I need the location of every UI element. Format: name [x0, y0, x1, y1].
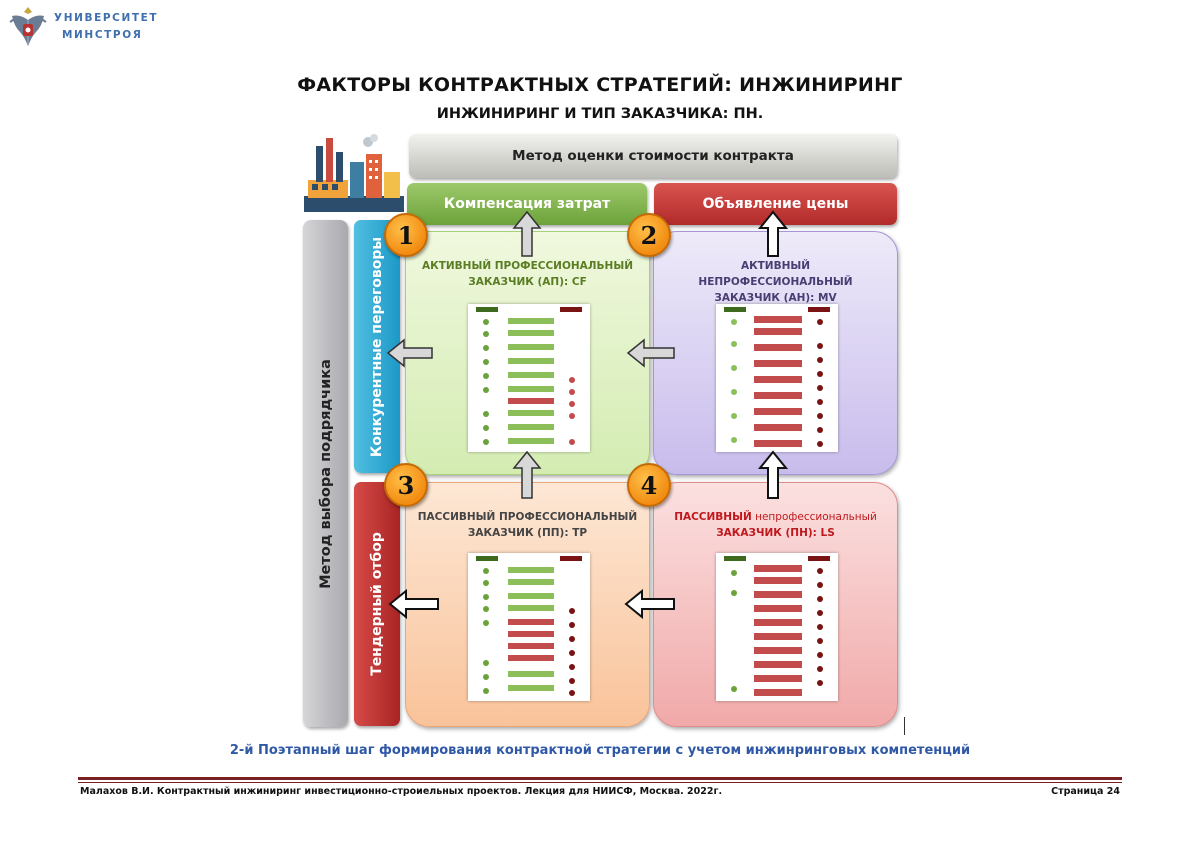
- arrow-left-q4-to-q3: [624, 589, 675, 619]
- quadrant-3-title-line-2: ЗАКАЗЧИК (ПП): TP: [467, 527, 588, 539]
- footer-rule-thin: [78, 782, 1122, 783]
- quadrant-2-title-line-2: ЗАКАЗЧИК (АН): MV: [714, 292, 837, 304]
- quadrant-2-title-line-1: АКТИВНЫЙ НЕПРОФЕССИОНАЛЬНЫЙ: [698, 260, 853, 288]
- badge-2: 2: [627, 213, 671, 257]
- arrow-up-q2-to-price: [758, 210, 788, 257]
- flowchart-thumbnail-3: [468, 553, 590, 701]
- flowchart-thumbnail-4: [716, 553, 838, 701]
- quadrant-4-title-part-a: ПАССИВНЫЙ: [674, 511, 752, 523]
- quadrant-1-title: АКТИВНЫЙ ПРОФЕССИОНАЛЬНЫЙ ЗАКАЗЧИК (АП):…: [416, 258, 639, 290]
- quadrant-4-title-line-1: ПАССИВНЫЙ непрофессиональный: [664, 509, 887, 525]
- quadrant-1-title-line-1: АКТИВНЫЙ ПРОФЕССИОНАЛЬНЫЙ: [422, 260, 633, 272]
- factory-icon: [304, 134, 404, 212]
- badge-1: 1: [384, 213, 428, 257]
- price-announcement-bar: Объявление цены: [654, 183, 897, 225]
- page-number: Страница 24: [1051, 786, 1120, 797]
- quadrant-3-title: ПАССИВНЫЙ ПРОФЕССИОНАЛЬНЫЙ ЗАКАЗЧИК (ПП)…: [416, 509, 639, 541]
- badge-4: 4: [627, 463, 671, 507]
- arrow-left-q2-to-q1: [626, 338, 675, 368]
- badge-3: 3: [384, 463, 428, 507]
- arrow-left-q3-to-tender: [388, 589, 439, 619]
- arrow-up-q3-to-q1: [512, 450, 542, 499]
- quadrant-passive-professional: ПАССИВНЫЙ ПРОФЕССИОНАЛЬНЫЙ ЗАКАЗЧИК (ПП)…: [405, 482, 650, 727]
- page-title: ФАКТОРЫ КОНТРАКТНЫХ СТРАТЕГИЙ: ИНЖИНИРИН…: [297, 74, 903, 96]
- logo-line-1: УНИВЕРСИТЕТ: [54, 12, 159, 24]
- quadrant-active-professional: АКТИВНЫЙ ПРОФЕССИОНАЛЬНЫЙ ЗАКАЗЧИК (АП):…: [405, 231, 650, 475]
- figure-caption: 2-й Поэтапный шаг формирования контрактн…: [229, 743, 971, 758]
- page-subtitle: ИНЖИНИРИНГ И ТИП ЗАКАЗЧИКА: ПН.: [436, 106, 764, 122]
- arrow-up-q1-to-compensation: [512, 210, 542, 257]
- quadrant-4-title-part-b: непрофессиональный: [751, 511, 877, 523]
- university-logo-text: УНИВЕРСИТЕТ МИНСТРОЯ: [54, 10, 158, 44]
- quadrant-3-title-line-1: ПАССИВНЫЙ ПРОФЕССИОНАЛЬНЫЙ: [417, 511, 638, 523]
- quadrant-2-title: АКТИВНЫЙ НЕПРОФЕССИОНАЛЬНЫЙ ЗАКАЗЧИК (АН…: [664, 258, 887, 306]
- contractor-selection-method-label: Метод выбора подрядчика: [317, 358, 334, 589]
- footer-citation: Малахов В.И. Контрактный инжиниринг инве…: [80, 786, 723, 797]
- competitive-negotiations-column: Конкурентные переговоры: [354, 220, 400, 473]
- arrow-up-q4-to-q2: [758, 450, 788, 499]
- tender-selection-label: Тендерный отбор: [369, 532, 385, 676]
- flowchart-thumbnail-2: [716, 304, 838, 452]
- quadrant-4-title-line-2: ЗАКАЗЧИК (ПН): LS: [716, 527, 835, 539]
- quadrant-1-title-line-2: ЗАКАЗЧИК (АП): CF: [468, 276, 587, 288]
- arrow-left-q1-to-negotiations: [386, 338, 433, 368]
- logo-line-2: МИНСТРОЯ: [62, 29, 143, 41]
- emblem-logo-icon: [9, 7, 47, 46]
- quadrant-4-title: ПАССИВНЫЙ непрофессиональный ЗАКАЗЧИК (П…: [664, 509, 887, 541]
- contractor-selection-method-column: Метод выбора подрядчика: [303, 220, 348, 727]
- competitive-negotiations-label: Конкурентные переговоры: [369, 236, 385, 457]
- quadrant-passive-nonprofessional: ПАССИВНЫЙ непрофессиональный ЗАКАЗЧИК (П…: [653, 482, 898, 727]
- divider-mark: [904, 717, 905, 735]
- flowchart-thumbnail-1: [468, 304, 590, 452]
- quadrant-active-nonprofessional: АКТИВНЫЙ НЕПРОФЕССИОНАЛЬНЫЙ ЗАКАЗЧИК (АН…: [653, 231, 898, 475]
- contract-cost-method-bar: Метод оценки стоимости контракта: [409, 134, 897, 178]
- footer-rule-thick: [78, 777, 1122, 780]
